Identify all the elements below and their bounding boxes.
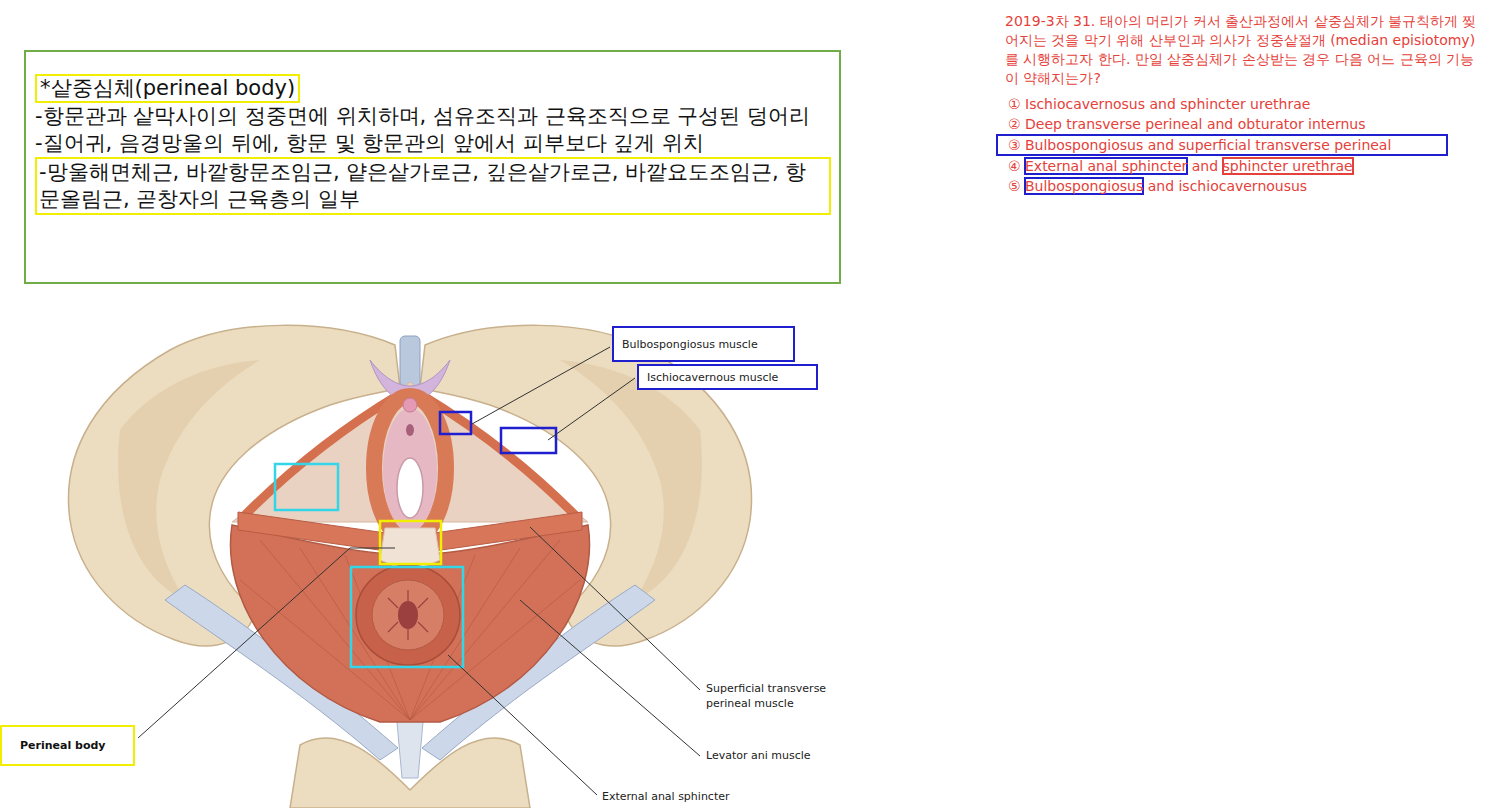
highlight-box xyxy=(440,412,471,434)
answer-option: ② Deep transverse perineal and obturator… xyxy=(1008,114,1366,134)
label-box: Perineal body xyxy=(0,725,135,766)
levator-ani-muscle xyxy=(230,525,589,722)
answer-option: ① Ischiocavernosus and sphincter urethra… xyxy=(1008,94,1310,114)
muscle-label: Ischiocavernous muscle xyxy=(647,371,778,384)
label-box: Ischiocavernous muscle xyxy=(637,364,818,390)
answer-option: ③ Bulbospongiosus and superficial transv… xyxy=(1008,137,1391,153)
note-line: -질어귀, 음경망울의 뒤에, 항문 및 항문관의 앞에서 피부보다 깊게 위치 xyxy=(35,130,831,157)
structure-label: Levator ani muscle xyxy=(706,748,811,763)
note-line: -항문관과 샅막사이의 정중면에 위치하며, 섬유조직과 근육조직으로 구성된 … xyxy=(35,103,831,130)
note-line: -망울해면체근, 바깥항문조임근, 얕은샅가로근, 깊은샅가로근, 바깥요도조임… xyxy=(35,157,831,215)
urethral-opening xyxy=(406,424,414,436)
anus xyxy=(398,601,418,629)
structure-label: External anal sphincter xyxy=(602,789,730,804)
structure-label: Perineal body xyxy=(20,739,106,752)
vestibule xyxy=(383,408,437,532)
structure-label: Superficial transverse perineal muscle xyxy=(706,681,838,711)
answer-option-box: ③ Bulbospongiosus and superficial transv… xyxy=(996,134,1448,156)
answer-option: ④ External anal sphincter and sphincter … xyxy=(1008,156,1353,176)
leader-line xyxy=(530,527,700,690)
highlight-box xyxy=(351,567,463,667)
answer-option: ⑤ Bulbospongiosus and ischiocavernousus xyxy=(1008,176,1307,196)
leader-line xyxy=(520,600,700,756)
pubic-symphysis xyxy=(400,336,420,386)
leader-line xyxy=(138,548,395,738)
highlight-box xyxy=(275,464,338,510)
muscle-label: Bulbospongiosus muscle xyxy=(622,338,758,351)
external-anal-sphincter-shape xyxy=(356,565,460,665)
bulbospongiosus-muscle xyxy=(374,396,446,540)
note-heading: *샅중심체(perineal body) xyxy=(35,74,300,103)
vaginal-opening xyxy=(397,458,423,518)
highlight-box xyxy=(501,428,556,453)
anal-creases xyxy=(388,590,428,640)
label-box: Bulbospongiosus muscle xyxy=(612,326,795,362)
external-anal-sphincter-inner xyxy=(372,580,444,650)
leader-line xyxy=(548,378,635,440)
leader-line xyxy=(448,655,597,795)
clitoris xyxy=(403,398,417,412)
leader-line xyxy=(472,347,610,424)
muscle-striation xyxy=(240,540,580,720)
note-box: *샅중심체(perineal body)-항문관과 샅막사이의 정중면에 위치하… xyxy=(24,50,841,284)
question-text: 2019-3차 31. 태아의 머리가 커서 출산과정에서 샅중심체가 불규칙하… xyxy=(1005,12,1483,88)
highlight-box xyxy=(380,521,441,564)
